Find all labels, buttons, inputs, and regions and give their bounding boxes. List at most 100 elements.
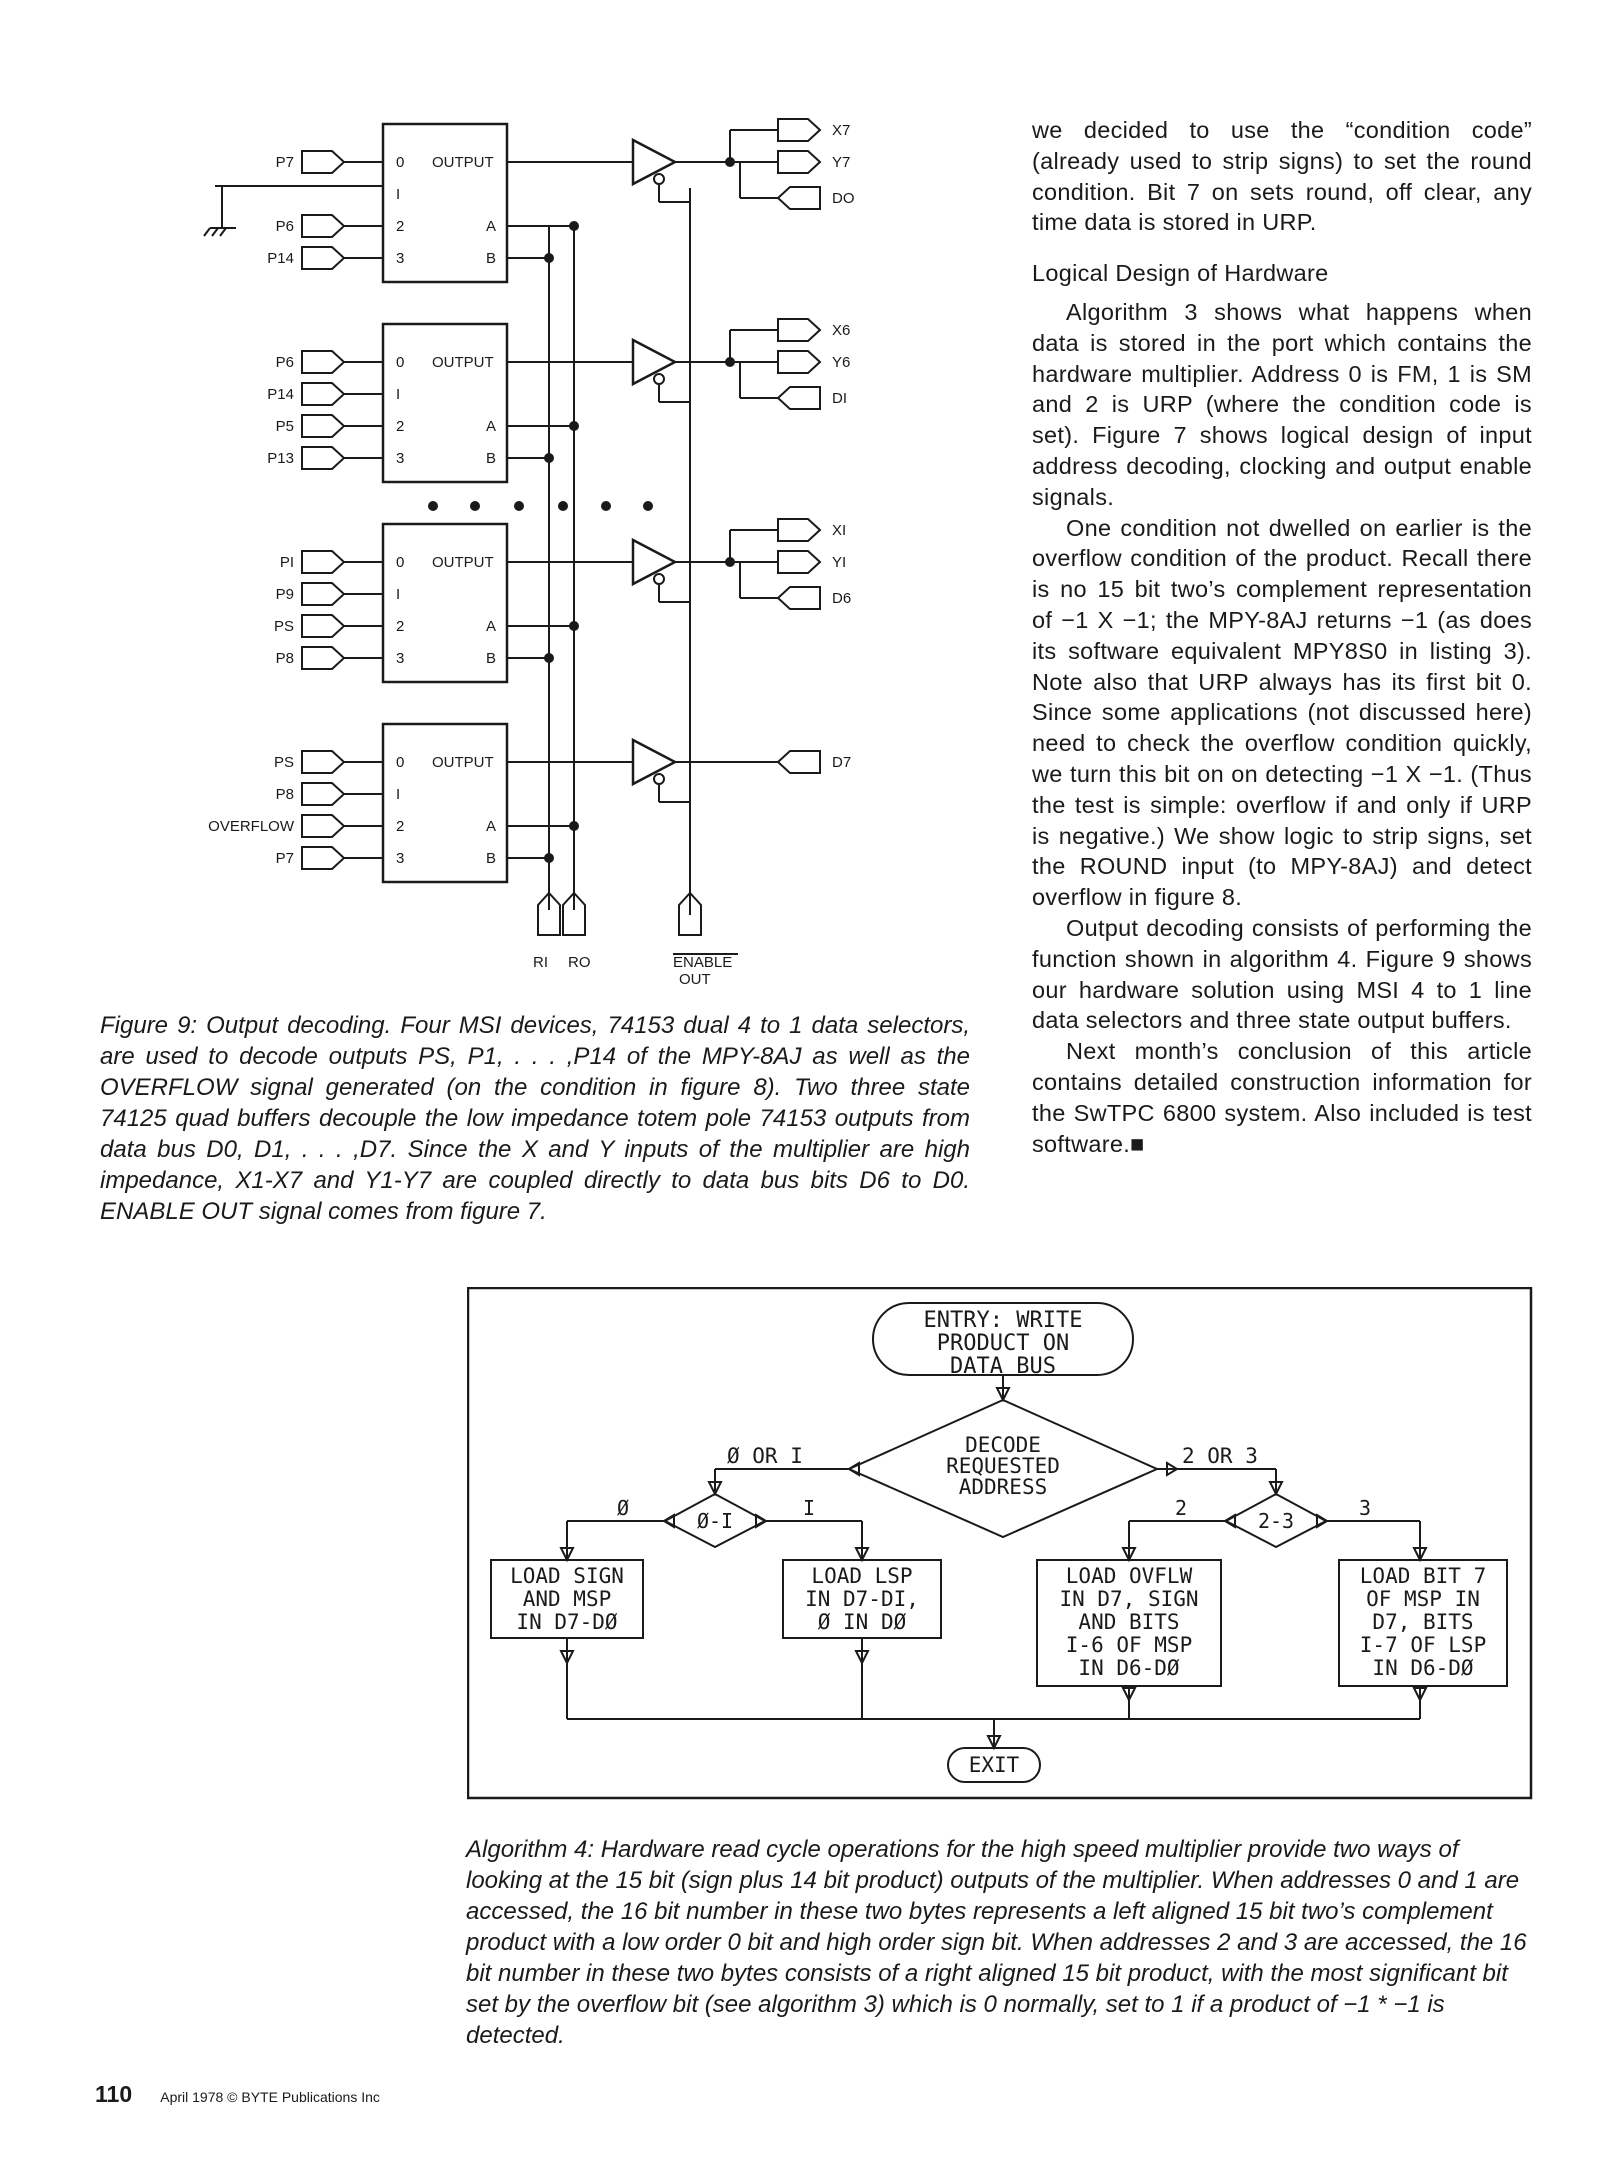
right-branch-label: 2 OR 3: [1182, 1444, 1258, 1468]
box2-line-3: Ø IN DØ: [818, 1610, 907, 1634]
algorithm-4-caption: Algorithm 4: Hardware read cycle operati…: [466, 1836, 1527, 2049]
input-label: PI: [280, 554, 294, 571]
bus-label: DO: [832, 190, 855, 207]
ri-label: RI: [533, 954, 548, 971]
b-label: B: [486, 650, 496, 667]
bus-label: XI: [832, 522, 846, 539]
output-label: OUTPUT: [432, 754, 494, 771]
input-label: PS: [274, 618, 294, 635]
bus-label: Y7: [832, 154, 850, 171]
decision-0-1-label: Ø-I: [697, 1509, 733, 1533]
page-footer: 110 April 1978 © BYTE Publications Inc: [95, 2081, 380, 2108]
selector-chip-3: [301, 518, 822, 684]
pin-label: 3: [396, 850, 404, 867]
bus-label: DI: [832, 390, 847, 407]
figure-9-caption: Figure 9: Output decoding. Four MSI devi…: [100, 1012, 970, 1225]
pin-label: 0: [396, 754, 404, 771]
input-label: P14: [267, 250, 294, 267]
input-label: P13: [267, 450, 294, 467]
a-label: A: [486, 618, 496, 635]
article-right-column: we decided to use the “condition code” (…: [1032, 115, 1532, 1159]
pin-label: 2: [396, 418, 404, 435]
box4-line-4: I-7 OF LSP: [1360, 1633, 1486, 1657]
pin-label: 0: [396, 554, 404, 571]
pin-label: I: [396, 386, 400, 403]
decode-line-3: ADDRESS: [959, 1475, 1048, 1499]
paragraph-3: One condition not dwelled on earlier is …: [1032, 514, 1532, 911]
box1-line-1: LOAD SIGN: [510, 1564, 624, 1588]
enable-label: ENABLE: [673, 954, 732, 971]
b-label: B: [486, 450, 496, 467]
ro-label: RO: [568, 954, 591, 971]
branch-3-label: 3: [1359, 1496, 1371, 1520]
ground-symbol: [203, 185, 383, 237]
b-label: B: [486, 850, 496, 867]
box2-line-2: IN D7-DI,: [805, 1587, 919, 1611]
box3-line-5: IN D6-DØ: [1078, 1656, 1180, 1680]
box4-line-3: D7, BITS: [1372, 1610, 1473, 1634]
box3-line-2: IN D7, SIGN: [1059, 1587, 1198, 1611]
input-label: P7: [276, 850, 294, 867]
pin-label: I: [396, 786, 400, 803]
ellipsis-dots: [428, 501, 653, 511]
decision-0-1: [662, 1492, 768, 1549]
pin-label: I: [396, 586, 400, 603]
selector-chip-2: [301, 318, 822, 484]
page-number: 110: [95, 2081, 133, 2107]
pin-label: 2: [396, 818, 404, 835]
input-label: P8: [276, 650, 294, 667]
left-branch-label: Ø OR I: [727, 1444, 803, 1468]
selector-chip-1: [301, 118, 822, 284]
input-label: P14: [267, 386, 294, 403]
bus-label: YI: [832, 554, 846, 571]
box3-line-4: I-6 OF MSP: [1066, 1633, 1192, 1657]
entry-line-2: PRODUCT ON: [937, 1331, 1069, 1356]
bus-label: Y6: [832, 354, 850, 371]
input-label: P6: [276, 354, 294, 371]
pin-label: 0: [396, 154, 404, 171]
flowchart-frame: [467, 1287, 1533, 1800]
pin-label: 3: [396, 250, 404, 267]
publication-credit: April 1978 © BYTE Publications Inc: [160, 2089, 380, 2105]
enable-out-label: OUT: [679, 971, 711, 988]
input-label: PS: [274, 754, 294, 771]
pin-label: I: [396, 186, 400, 203]
bus-label: X7: [832, 122, 850, 139]
section-heading: Logical Design of Hardware: [1032, 260, 1329, 287]
entry-line-1: ENTRY: WRITE: [924, 1308, 1083, 1333]
bus-label: X6: [832, 322, 850, 339]
pin-label: 2: [396, 218, 404, 235]
pin-label: 0: [396, 354, 404, 371]
pin-label: 2: [396, 618, 404, 635]
pin-label: 3: [396, 650, 404, 667]
branch-2-label: 2: [1175, 1496, 1187, 1520]
box4-line-2: OF MSP IN: [1366, 1587, 1480, 1611]
box3-line-1: LOAD OVFLW: [1066, 1564, 1193, 1588]
decode-diamond: [846, 1398, 1160, 1539]
input-label: P6: [276, 218, 294, 235]
algorithm-4-flowchart: ENTRY: WRITE PRODUCT ON DATA BUS DECODE …: [467, 1287, 1533, 1800]
bottom-connectors: [537, 891, 702, 936]
input-label: OVERFLOW: [208, 818, 295, 835]
entry-line-3: DATA BUS: [950, 1354, 1056, 1379]
branch-0-label: Ø: [617, 1496, 629, 1520]
paragraph-4: Output decoding consists of performing t…: [1032, 914, 1532, 1034]
exit-terminator: [947, 1747, 1041, 1783]
decode-line-1: DECODE: [965, 1433, 1041, 1457]
input-label: P8: [276, 786, 294, 803]
a-label: A: [486, 818, 496, 835]
output-label: OUTPUT: [432, 554, 494, 571]
output-label: OUTPUT: [432, 354, 494, 371]
a-label: A: [486, 218, 496, 235]
box4-line-1: LOAD BIT 7: [1360, 1564, 1486, 1588]
input-label: P9: [276, 586, 294, 603]
box1-line-2: AND MSP: [523, 1587, 612, 1611]
input-label: P5: [276, 418, 294, 435]
input-label: P7: [276, 154, 294, 171]
select-lines: [548, 188, 691, 915]
exit-label: EXIT: [969, 1753, 1020, 1777]
branch-1-label: I: [803, 1496, 815, 1520]
paragraph-1: we decided to use the “condition code” (…: [1032, 117, 1532, 236]
decode-line-2: REQUESTED: [946, 1454, 1060, 1478]
